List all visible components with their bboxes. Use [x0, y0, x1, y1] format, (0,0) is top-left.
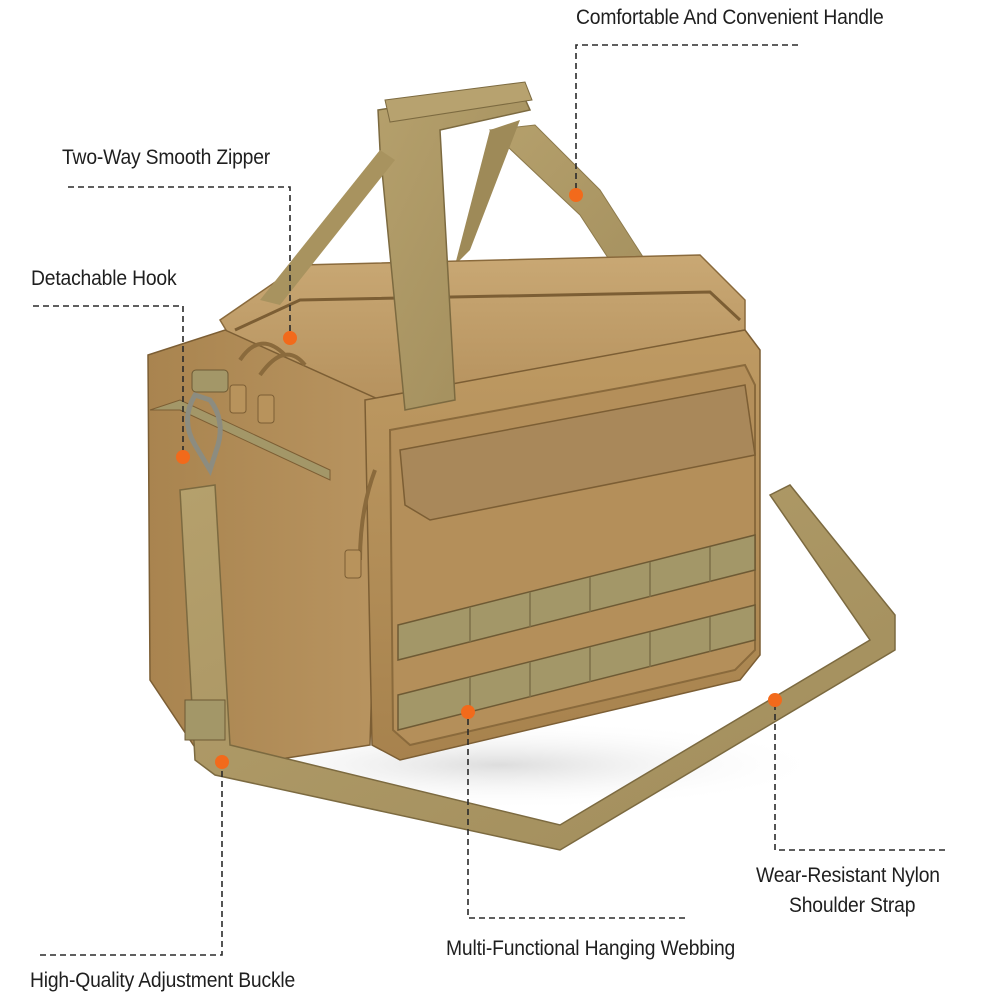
adjustment-buckle — [184, 699, 226, 741]
shoulder-strap — [179, 484, 896, 851]
marker-buckle — [215, 755, 229, 769]
velcro-patch — [399, 384, 756, 521]
marker-handle — [569, 188, 583, 202]
callout-zipper-label: Two-Way Smooth Zipper — [62, 146, 271, 169]
top-zipper-seam — [234, 290, 742, 332]
marker-hook — [176, 450, 190, 464]
callout-strap-label-line1: Wear-Resistant Nylon — [756, 864, 940, 887]
callout-markers — [176, 188, 782, 769]
callout-webbing-label: Multi-Functional Hanging Webbing — [446, 937, 736, 960]
callout-hook-label: Detachable Hook — [31, 267, 177, 290]
marker-webbing — [461, 705, 475, 719]
leader-lines — [33, 44, 945, 956]
marker-strap — [768, 693, 782, 707]
callout-buckle-label: High-Quality Adjustment Buckle — [30, 969, 296, 992]
callout-strap-label-line2: Shoulder Strap — [789, 894, 916, 917]
callout-handle-label: Comfortable And Convenient Handle — [576, 6, 884, 29]
metal-hook — [185, 369, 229, 477]
marker-zipper — [283, 331, 297, 345]
molle-webbing — [397, 534, 756, 731]
front-handle — [260, 81, 533, 411]
